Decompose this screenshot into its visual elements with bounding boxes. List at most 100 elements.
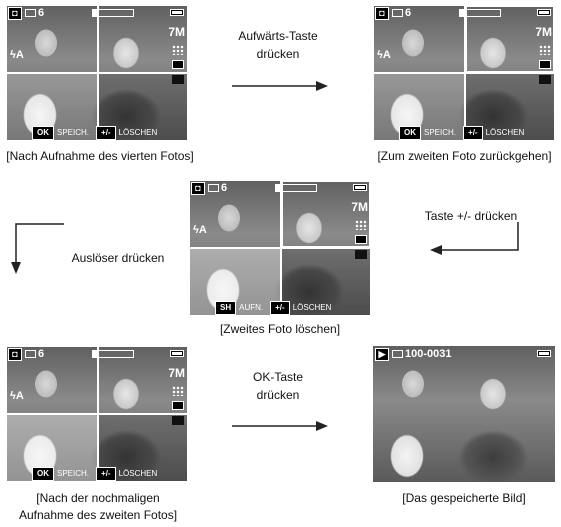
ok-key-label: SPEICH. (57, 469, 90, 478)
battery-icon (170, 350, 184, 357)
button-guide: OK SPEICH. +/- LÖSCHEN (399, 125, 528, 140)
wedding-photo (373, 346, 555, 482)
quadrant-4 (281, 248, 371, 316)
progress-bar (92, 9, 134, 17)
lcd-screen-retaken-second-photo: ◘ 6 7M ϟA OK SPEICH. +/- LÖSCHEN (6, 346, 188, 482)
step-shutter: Auslöser drücken (71, 251, 165, 265)
metering-icon (355, 235, 367, 244)
lcd-screen-delete-second-photo: ◘ 6 7M ϟA SH AUFN. +/- LÖSCHEN (189, 180, 371, 316)
arrow-right-1 (232, 81, 328, 91)
battery-icon (170, 9, 184, 16)
delete-key: +/- (96, 125, 116, 140)
quadrant-1 (6, 346, 98, 414)
metering-icon (172, 60, 184, 69)
progress-bar (275, 184, 317, 192)
quality-icon (539, 45, 551, 55)
delete-key: +/- (463, 125, 483, 140)
camera-mode-icon: ◘ (8, 348, 22, 361)
step-plus-minus: Taste +/- drücken (424, 209, 518, 223)
metering-icon (539, 60, 551, 69)
image-count-icon (392, 350, 403, 358)
camera-mode-icon: ◘ (8, 7, 22, 20)
flash-auto-icon: ϟA (10, 49, 24, 61)
quadrant-1 (373, 5, 465, 73)
metering-icon (172, 401, 184, 410)
progress-fill (93, 351, 99, 357)
delete-key-label: LÖSCHEN (292, 303, 332, 312)
quality-icon (172, 386, 184, 396)
progress-bar (92, 350, 134, 358)
flash-auto-icon: ϟA (10, 390, 24, 402)
shutter-key-label: AUFN. (239, 303, 264, 312)
quadrant-1 (189, 180, 281, 248)
progress-fill (460, 10, 466, 16)
flash-auto-icon: ϟA (377, 49, 391, 61)
image-count-icon (392, 9, 403, 17)
resolution-icon: 7M (168, 25, 185, 39)
lcd-screen-saved-image: ▶ 100-0031 (373, 346, 555, 482)
ok-key: OK (32, 125, 54, 140)
image-count: 6 (405, 7, 412, 19)
ok-key-label: SPEICH. (57, 128, 90, 137)
camera-mode-icon: ◘ (191, 182, 205, 195)
step-ok-key-line1: OK-Taste (252, 370, 303, 384)
quadrant-2-selected (281, 180, 371, 248)
progress-fill (93, 10, 99, 16)
image-count-icon (208, 184, 219, 192)
image-count: 6 (38, 7, 45, 19)
caption-4-line1: [Nach der nochmaligen (36, 491, 160, 505)
image-count-icon (25, 350, 36, 358)
playback-mode-icon: ▶ (375, 348, 389, 361)
delete-key: +/- (96, 466, 116, 481)
arrow-down-bend (11, 223, 64, 274)
arrow-left-bend (430, 222, 519, 255)
quadrant-2-selected (465, 5, 555, 73)
quadrant-4 (98, 73, 188, 141)
quadrant-2 (98, 346, 188, 414)
progress-fill (276, 185, 282, 191)
sharpness-icon (172, 75, 184, 84)
image-count: 6 (38, 348, 45, 360)
caption-2: [Zum zweiten Foto zurückgehen] (377, 149, 552, 163)
caption-4-line2: Aufnahme des zweiten Fotos] (18, 508, 178, 522)
battery-icon (353, 184, 367, 191)
caption-5: [Das gespeicherte Bild] (402, 491, 526, 505)
quadrant-2 (98, 5, 188, 73)
step-up-key-line2: drücken (256, 47, 300, 61)
quadrant-1 (6, 5, 98, 73)
sharpness-icon (539, 75, 551, 84)
lcd-screen-after-fourth-photo: ◘ 6 7M ϟA OK SPEICH. +/- LÖSCHEN (6, 5, 188, 141)
caption-1: [Nach Aufnahme des vierten Fotos] (6, 149, 194, 163)
delete-key: +/- (270, 300, 290, 315)
camera-mode-icon: ◘ (375, 7, 389, 20)
arrow-right-2 (232, 421, 328, 431)
resolution-icon: 7M (351, 200, 368, 214)
ok-key: OK (399, 125, 421, 140)
resolution-icon: 7M (168, 366, 185, 380)
step-ok-key-line2: drücken (256, 388, 300, 402)
button-guide: OK SPEICH. +/- LÖSCHEN (32, 125, 161, 140)
quality-icon (172, 45, 184, 55)
delete-key-label: LÖSCHEN (485, 128, 525, 137)
delete-key-label: LÖSCHEN (118, 128, 158, 137)
caption-3: [Zweites Foto löschen] (219, 322, 341, 336)
quality-icon (355, 220, 367, 230)
image-count-icon (25, 9, 36, 17)
lcd-screen-back-to-second-photo: ◘ 6 7M ϟA OK SPEICH. +/- LÖSCHEN (373, 5, 555, 141)
sharpness-icon (355, 250, 367, 259)
progress-bar (459, 9, 501, 17)
flash-auto-icon: ϟA (193, 224, 207, 236)
battery-icon (537, 350, 551, 357)
ok-key: OK (32, 466, 54, 481)
shutter-key: SH (215, 300, 237, 315)
battery-icon (537, 9, 551, 16)
button-guide: OK SPEICH. +/- LÖSCHEN (32, 466, 161, 481)
sharpness-icon (172, 416, 184, 425)
step-up-key-line1: Aufwärts-Taste (238, 29, 318, 43)
resolution-icon: 7M (535, 25, 552, 39)
ok-key-label: SPEICH. (424, 128, 457, 137)
image-count: 6 (221, 182, 228, 194)
delete-key-label: LÖSCHEN (118, 469, 158, 478)
button-guide: SH AUFN. +/- LÖSCHEN (215, 300, 335, 315)
file-number: 100-0031 (405, 348, 452, 360)
